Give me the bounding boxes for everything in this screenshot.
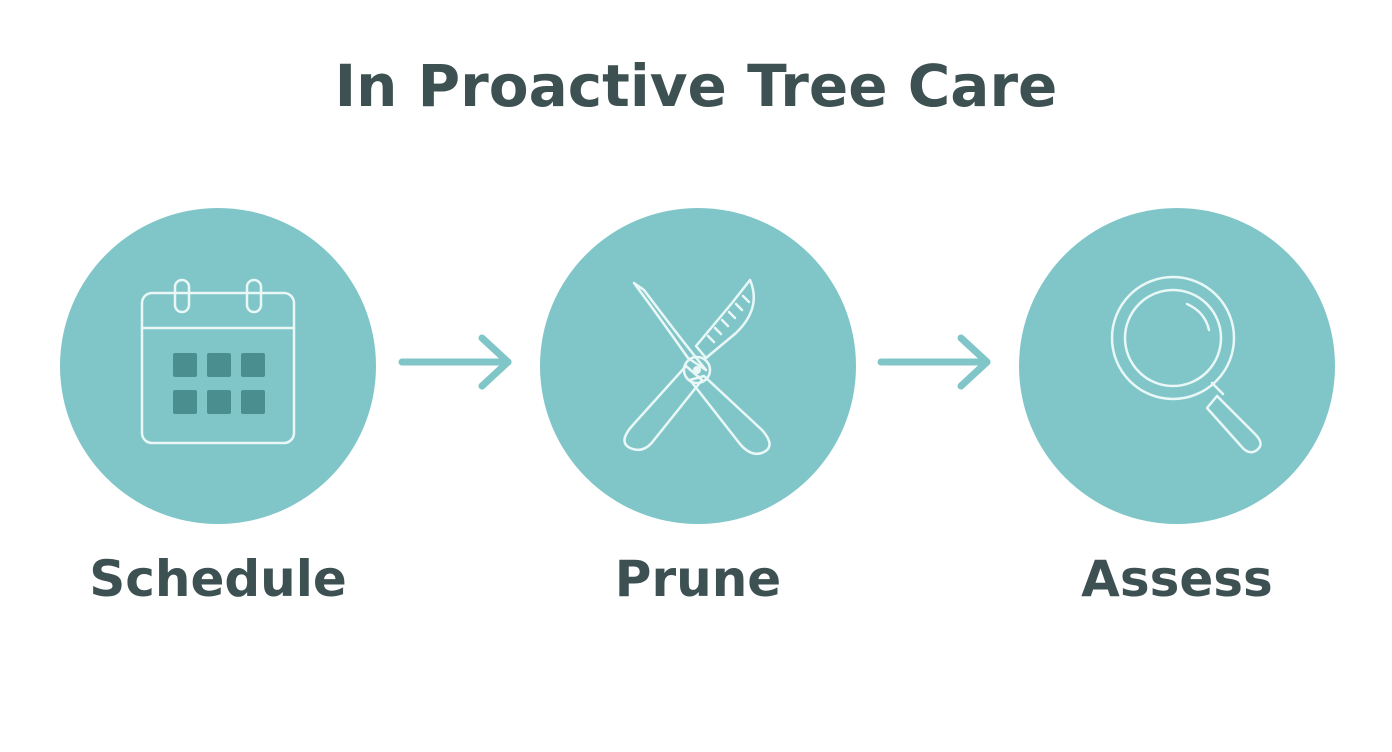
diagram-title: In Proactive Tree Care [334,52,1058,120]
magnifying-glass-icon [1110,275,1262,454]
step-circle [60,208,376,524]
right-arrow-icon [877,334,991,390]
step-schedule: Schedule [60,208,376,608]
step-label: Schedule [89,550,347,608]
step-circle [540,208,856,524]
step-assess: Assess [1019,208,1335,608]
pruning-shears-icon [623,278,771,455]
calendar-icon [140,278,296,445]
right-arrow-icon [398,334,512,390]
step-label: Assess [1081,550,1273,608]
step-label: Prune [614,550,782,608]
step-circle [1019,208,1335,524]
step-prune: Prune [540,208,856,608]
